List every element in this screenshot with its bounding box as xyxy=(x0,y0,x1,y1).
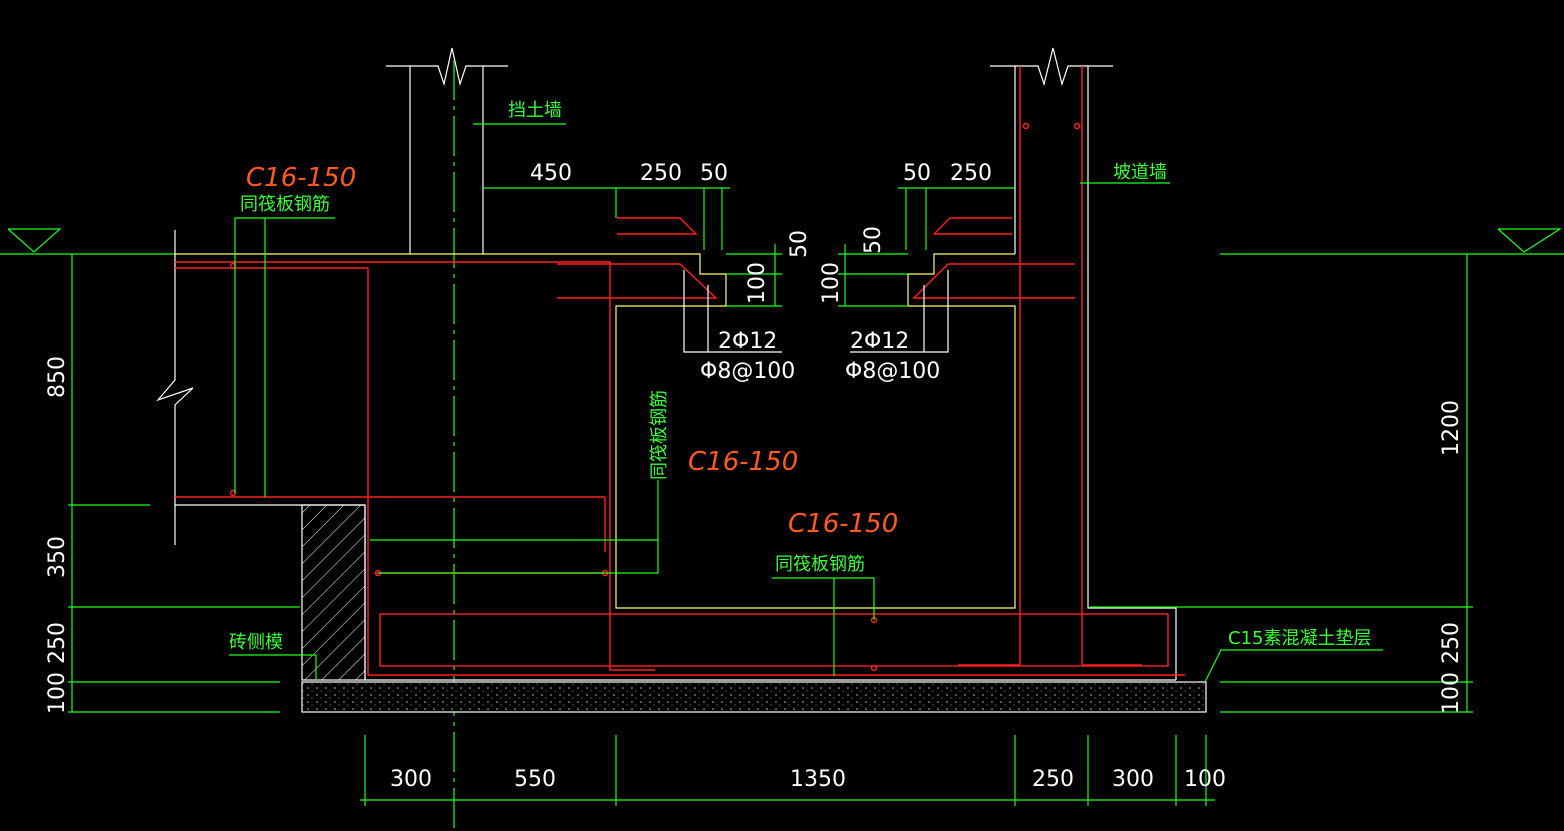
note-left: C16-150 xyxy=(246,163,356,193)
dim-bottom-1350: 1350 xyxy=(790,767,846,792)
dim-notch-right-100: 100 xyxy=(819,262,844,304)
dim-bottom-300-left: 300 xyxy=(390,767,432,792)
left-wall-edge xyxy=(156,230,194,545)
dim-top-50-right: 50 xyxy=(903,161,931,186)
callout-right-main: 2Φ12 xyxy=(850,329,909,354)
ground-lines xyxy=(0,228,1564,255)
label-ramp-wall: 坡道墙 xyxy=(1113,162,1167,183)
dim-right-100: 100 xyxy=(1439,672,1464,714)
label-c15-cushion: C15素混凝土垫层 xyxy=(1228,628,1371,649)
dim-notch-left-50: 50 xyxy=(787,230,812,258)
dim-top-450: 450 xyxy=(530,161,572,186)
cushion-layer xyxy=(301,681,1207,713)
note-mid: C16-150 xyxy=(688,447,798,477)
leader-lines xyxy=(229,123,1383,683)
dim-bottom-550: 550 xyxy=(514,767,556,792)
dim-bottom-300-right: 300 xyxy=(1112,767,1154,792)
dim-left-850: 850 xyxy=(45,356,70,398)
retaining-wall xyxy=(386,47,508,831)
level-symbol-left xyxy=(7,228,62,253)
dim-right-250: 250 xyxy=(1439,622,1464,664)
label-same-raft-left: 同筏板钢筋 xyxy=(240,194,330,215)
dim-left-250: 250 xyxy=(45,622,70,664)
dimension-lines xyxy=(68,187,1473,806)
dim-bottom-250: 250 xyxy=(1032,767,1074,792)
dim-top-50-left: 50 xyxy=(700,161,728,186)
dim-right-1200: 1200 xyxy=(1439,400,1464,456)
brick-form xyxy=(301,504,366,681)
rebar xyxy=(175,66,1185,676)
note-bottom: C16-150 xyxy=(788,509,898,539)
level-symbol-right xyxy=(1497,228,1563,253)
ramp-wall xyxy=(990,47,1177,680)
dim-bottom-100: 100 xyxy=(1184,767,1226,792)
dim-left-350: 350 xyxy=(45,536,70,578)
concrete-outline xyxy=(175,253,1207,713)
dim-notch-left-100: 100 xyxy=(745,262,770,304)
callout-right-stirrup: Φ8@100 xyxy=(845,359,940,384)
callout-left-stirrup: Φ8@100 xyxy=(700,359,795,384)
dim-top-250-left: 250 xyxy=(640,161,682,186)
dim-top-250-right: 250 xyxy=(950,161,992,186)
label-brick-form: 砖侧模 xyxy=(229,632,283,653)
dim-notch-right-50: 50 xyxy=(861,226,886,254)
label-same-raft-mid: 同筏板钢筋 xyxy=(649,390,670,480)
callout-left-main: 2Φ12 xyxy=(718,329,777,354)
label-same-raft-bottom: 同筏板钢筋 xyxy=(775,554,865,575)
label-retaining-wall: 挡土墙 xyxy=(508,100,562,121)
dim-left-100: 100 xyxy=(45,672,70,714)
